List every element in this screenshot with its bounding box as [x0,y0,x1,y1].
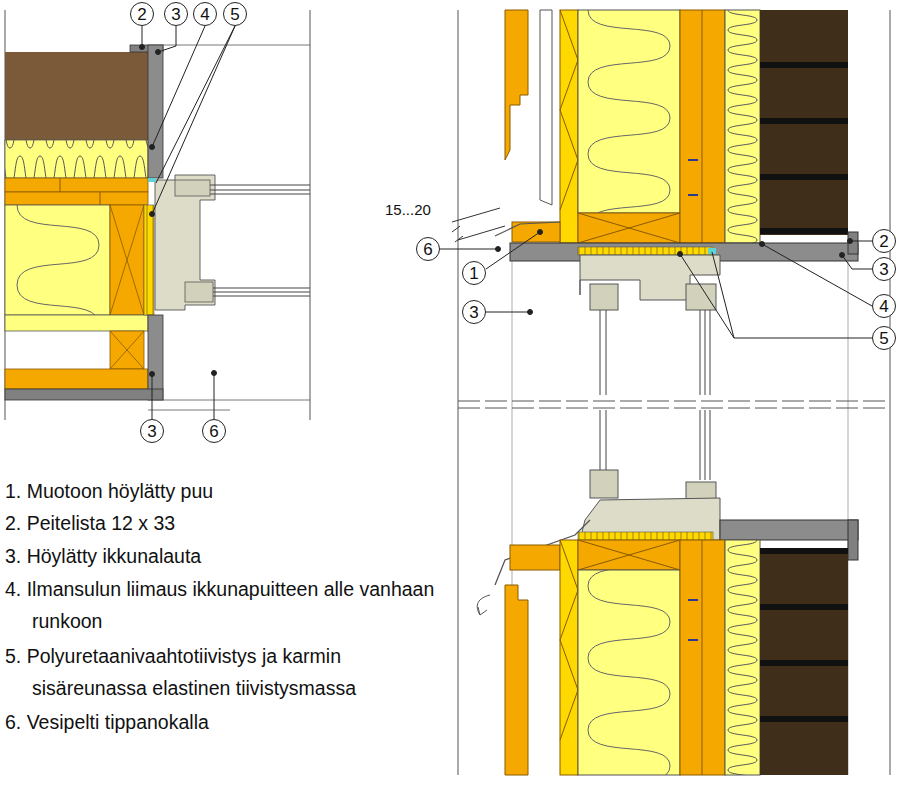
legend-note: 5. Polyuretaanivaahtotiivistys ja karmin… [5,640,450,704]
callout-number: 3 [879,261,888,278]
legend-note: 6. Vesipelti tippanokalla [5,706,455,738]
callout-circle: 3 [462,300,486,324]
legend-note: 3. Höylätty ikkunalauta [5,540,455,572]
legend-note: 4. Ilmansulun liimaus ikkunapuitteen all… [5,573,450,637]
callout-number: 6 [209,423,218,440]
legend-note: 1. Muotoon höylätty puu [5,475,455,507]
legend-note: 2. Peitelista 12 x 33 [5,507,455,539]
callout-circle: 6 [416,237,440,261]
callout-circle: 6 [202,419,226,443]
callout-circle: 1 [462,261,486,285]
callout-circle: 3 [872,257,896,281]
callout-number: 5 [230,6,239,23]
callout-number: 4 [879,298,888,315]
callout-circle: 2 [130,2,154,26]
callout-number: 2 [137,6,146,23]
callout-number: 4 [200,6,209,23]
callout-number: 5 [879,330,888,347]
callout-circle: 5 [223,2,247,26]
dimension-text: 15...20 [385,201,431,219]
callout-circle: 3 [164,2,188,26]
callout-circle: 5 [872,326,896,350]
callout-circle: 3 [140,419,164,443]
callout-number: 6 [423,241,432,258]
callout-number: 3 [171,6,180,23]
callout-number: 3 [469,304,478,321]
callout-circle: 4 [193,2,217,26]
callout-number: 1 [469,265,478,282]
callout-number: 3 [147,423,156,440]
callout-circle: 2 [872,229,896,253]
callout-number: 2 [879,233,888,250]
callout-circle: 4 [872,294,896,318]
